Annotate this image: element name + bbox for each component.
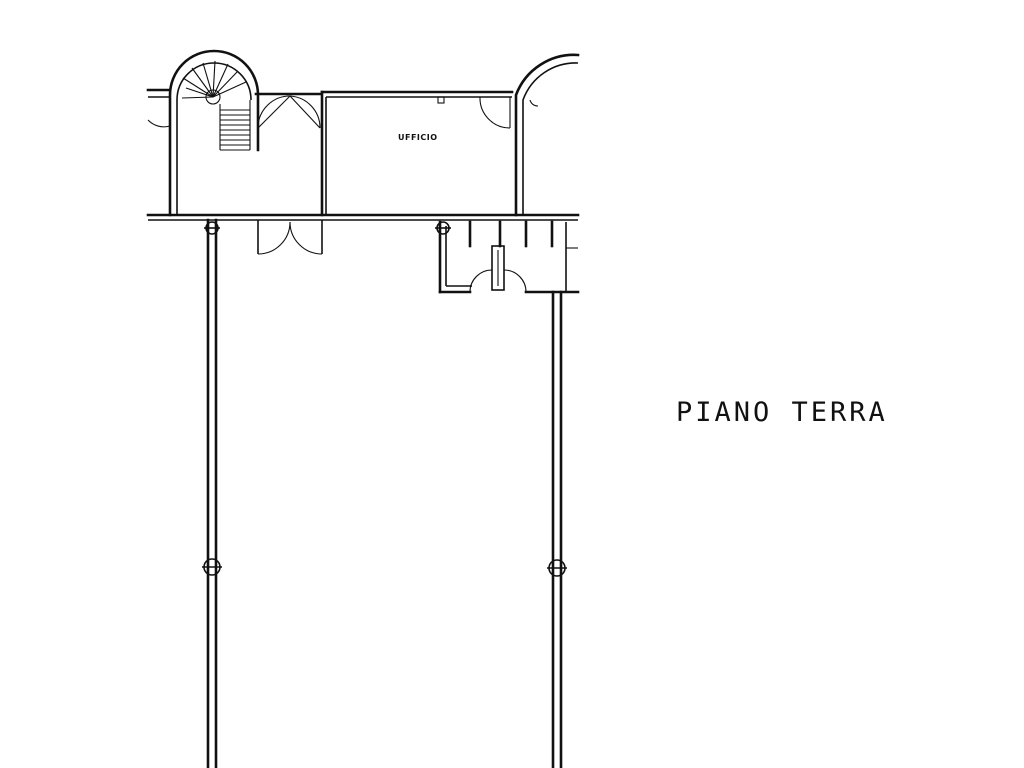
top-wall xyxy=(146,88,514,98)
office-label: UFFICIO xyxy=(398,133,438,142)
column-marker xyxy=(202,558,222,576)
top-double-door xyxy=(257,95,321,129)
middle-wall xyxy=(146,213,580,221)
spiral-staircase xyxy=(168,49,260,217)
column-marker xyxy=(204,221,220,235)
lower-double-door xyxy=(257,220,323,255)
left-door-arc xyxy=(147,119,171,128)
right-tower xyxy=(514,53,580,217)
service-block xyxy=(438,220,580,294)
column-marker xyxy=(547,559,567,577)
floor-label: PIANO TERRA xyxy=(676,397,888,428)
lower-right-wall xyxy=(551,290,563,768)
column-marker xyxy=(435,221,451,235)
office-room xyxy=(320,90,511,217)
lower-left-wall xyxy=(206,218,218,768)
